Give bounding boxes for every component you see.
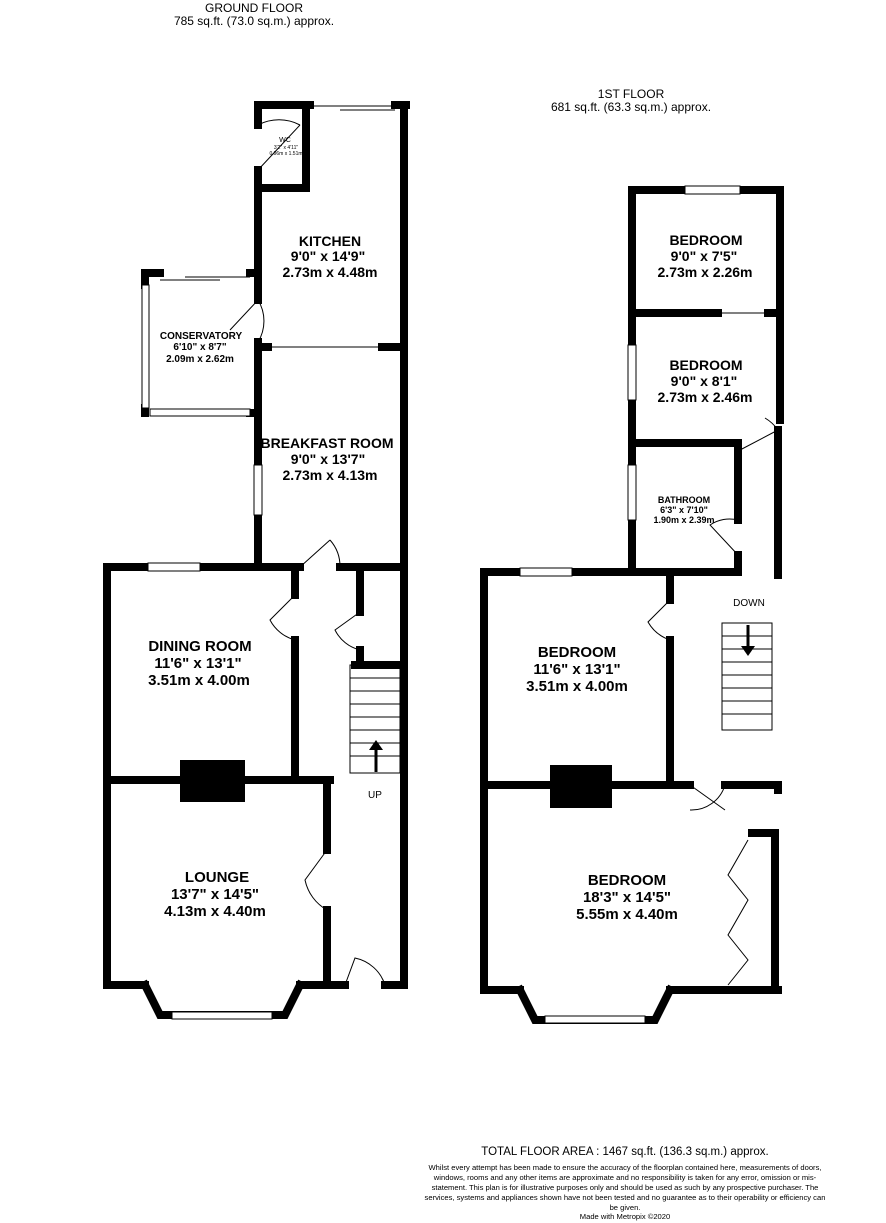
first-stairs: DOWN bbox=[721, 598, 773, 731]
svg-text:0.96m x 1.51m: 0.96m x 1.51m bbox=[269, 151, 302, 157]
room-bedroom-b: BEDROOM 9'0" x 8'1" 2.73m x 2.46m bbox=[658, 357, 753, 405]
room-kitchen: KITCHEN 9'0" x 14'9" 2.73m x 4.48m bbox=[283, 233, 378, 280]
svg-text:KITCHEN: KITCHEN bbox=[299, 233, 361, 249]
total-floor-area: TOTAL FLOOR AREA : 1467 sq.ft. (136.3 sq… bbox=[481, 1146, 769, 1158]
disclaimer: Whilst every attempt has been made to en… bbox=[424, 1163, 826, 1212]
credit: Made with Metropix ©2020 bbox=[579, 1212, 671, 1221]
svg-text:WC: WC bbox=[279, 137, 291, 144]
svg-text:13'7" x 14'5": 13'7" x 14'5" bbox=[171, 886, 259, 903]
svg-text:2.73m x 2.26m: 2.73m x 2.26m bbox=[658, 264, 753, 280]
stairs-down-label: DOWN bbox=[733, 598, 765, 609]
svg-text:2.73m x 2.46m: 2.73m x 2.46m bbox=[658, 389, 753, 405]
ground-walls bbox=[103, 101, 410, 1019]
svg-text:4.13m x 4.40m: 4.13m x 4.40m bbox=[164, 903, 266, 920]
chimney-breast bbox=[180, 760, 245, 802]
svg-text:CONSERVATORY: CONSERVATORY bbox=[160, 331, 243, 342]
stairs-up-label: UP bbox=[368, 790, 382, 801]
svg-text:9'0" x 14'9": 9'0" x 14'9" bbox=[291, 248, 365, 264]
svg-text:BEDROOM: BEDROOM bbox=[669, 232, 742, 248]
room-breakfast: BREAKFAST ROOM 9'0" x 13'7" 2.73m x 4.13… bbox=[261, 435, 394, 483]
svg-text:BEDROOM: BEDROOM bbox=[669, 357, 742, 373]
svg-text:6'3" x 7'10": 6'3" x 7'10" bbox=[660, 505, 708, 515]
first-floor-area: 681 sq.ft. (63.3 sq.m.) approx. bbox=[551, 100, 711, 114]
room-bedroom-a: BEDROOM 9'0" x 7'5" 2.73m x 2.26m bbox=[658, 232, 753, 280]
svg-text:3.51m x 4.00m: 3.51m x 4.00m bbox=[526, 678, 628, 695]
ground-doors bbox=[229, 119, 386, 986]
svg-text:11'6" x 13'1": 11'6" x 13'1" bbox=[154, 655, 241, 672]
room-dining: DINING ROOM 11'6" x 13'1" 3.51m x 4.00m bbox=[148, 638, 252, 689]
ground-windows bbox=[141, 105, 395, 1020]
first-windows bbox=[519, 185, 768, 1024]
room-wc: WC 3'2" x 4'11" 0.96m x 1.51m bbox=[269, 137, 302, 157]
ground-floor-area: 785 sq.ft. (73.0 sq.m.) approx. bbox=[174, 14, 334, 28]
svg-text:1.90m x 2.39m: 1.90m x 2.39m bbox=[653, 515, 714, 525]
svg-text:18'3" x 14'5": 18'3" x 14'5" bbox=[583, 889, 671, 906]
svg-text:5.55m x 4.40m: 5.55m x 4.40m bbox=[576, 906, 678, 923]
svg-text:3'2" x 4'11": 3'2" x 4'11" bbox=[274, 145, 298, 151]
svg-text:9'0" x 8'1": 9'0" x 8'1" bbox=[671, 373, 738, 389]
chimney-breast bbox=[550, 765, 612, 808]
first-doors bbox=[647, 417, 779, 986]
svg-text:3.51m x 4.00m: 3.51m x 4.00m bbox=[148, 672, 250, 689]
ground-floor-plan: GROUND FLOOR 785 sq.ft. (73.0 sq.m.) app… bbox=[103, 1, 410, 1020]
first-floor-title: 1ST FLOOR bbox=[598, 87, 665, 101]
room-bedroom-d: BEDROOM 18'3" x 14'5" 5.55m x 4.40m bbox=[576, 872, 678, 923]
ground-floor-title: GROUND FLOOR bbox=[205, 1, 303, 15]
svg-text:9'0" x 13'7": 9'0" x 13'7" bbox=[291, 451, 365, 467]
svg-text:BREAKFAST ROOM: BREAKFAST ROOM bbox=[261, 435, 394, 451]
room-lounge: LOUNGE 13'7" x 14'5" 4.13m x 4.40m bbox=[164, 869, 266, 920]
svg-text:2.73m x 4.48m: 2.73m x 4.48m bbox=[283, 264, 378, 280]
room-bedroom-c: BEDROOM 11'6" x 13'1" 3.51m x 4.00m bbox=[526, 644, 628, 695]
svg-text:6'10" x 8'7": 6'10" x 8'7" bbox=[173, 342, 226, 353]
svg-text:BEDROOM: BEDROOM bbox=[538, 644, 616, 661]
svg-text:LOUNGE: LOUNGE bbox=[185, 869, 249, 886]
first-floor-plan: 1ST FLOOR 681 sq.ft. (63.3 sq.m.) approx… bbox=[480, 87, 784, 1024]
svg-text:BATHROOM: BATHROOM bbox=[658, 495, 710, 505]
svg-text:DINING ROOM: DINING ROOM bbox=[148, 638, 251, 655]
svg-text:2.09m x 2.62m: 2.09m x 2.62m bbox=[166, 354, 234, 365]
room-bathroom: BATHROOM 6'3" x 7'10" 1.90m x 2.39m bbox=[653, 495, 714, 525]
room-conservatory: CONSERVATORY 6'10" x 8'7" 2.09m x 2.62m bbox=[160, 331, 243, 365]
ground-stairs: UP bbox=[349, 664, 401, 801]
svg-text:9'0" x 7'5": 9'0" x 7'5" bbox=[671, 248, 738, 264]
svg-text:2.73m x 4.13m: 2.73m x 4.13m bbox=[283, 467, 378, 483]
svg-text:BEDROOM: BEDROOM bbox=[588, 872, 666, 889]
svg-text:11'6" x 13'1": 11'6" x 13'1" bbox=[533, 661, 620, 678]
